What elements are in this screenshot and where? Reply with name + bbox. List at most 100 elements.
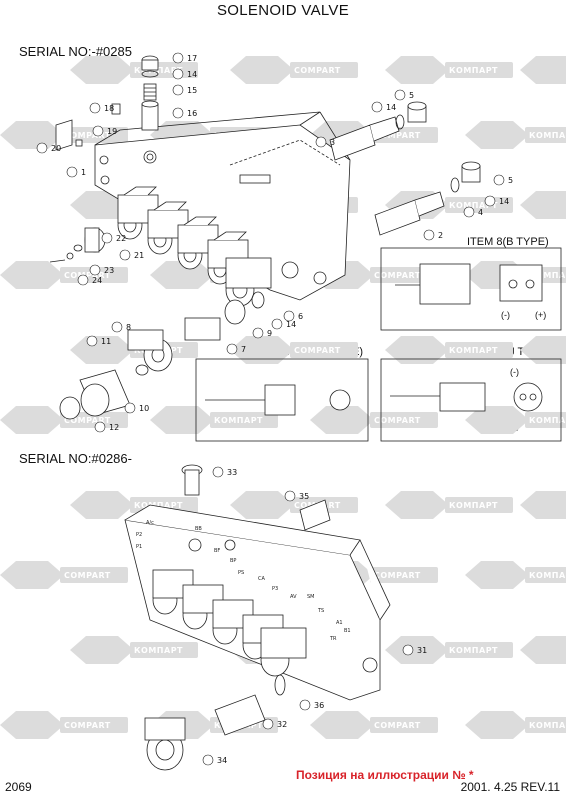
callout-number: 11 bbox=[101, 337, 111, 346]
watermark-tile: КОМПАРТ bbox=[150, 406, 278, 434]
svg-text:COMPART: COMPART bbox=[374, 571, 421, 580]
part-callout: 2 bbox=[423, 229, 443, 241]
serial-range-top: SERIAL NO:-#0285 bbox=[19, 44, 132, 59]
illustration-note: Позиция на иллюстрации № * bbox=[296, 768, 474, 782]
svg-text:COMPART: COMPART bbox=[64, 571, 111, 580]
item8-b-type-detail bbox=[380, 247, 562, 331]
watermark-tile: COMPART bbox=[520, 191, 566, 219]
port-label: BP bbox=[230, 558, 236, 564]
svg-text:КОМПАРТ: КОМПАРТ bbox=[134, 501, 183, 510]
callout-number: 19 bbox=[107, 127, 117, 136]
part-callout: 20 bbox=[36, 142, 61, 154]
callout-number: 1 bbox=[81, 168, 86, 177]
callout-number: 14 bbox=[286, 320, 296, 329]
callout-number: 22 bbox=[116, 234, 126, 243]
callout-number: 3 bbox=[330, 138, 335, 147]
page-title: SOLENOID VALVE bbox=[216, 2, 350, 19]
watermark-tile: COMPART bbox=[310, 406, 438, 434]
part-callout: 10 bbox=[124, 402, 149, 414]
watermark-tile: COMPART bbox=[0, 711, 128, 739]
svg-text:COMPART: COMPART bbox=[294, 346, 341, 355]
port-label: P2 bbox=[136, 532, 142, 538]
cartridge-valve-right-lower bbox=[374, 161, 481, 236]
svg-text:КОМПАРТ: КОМПАРТ bbox=[529, 721, 566, 730]
part-callout: 22 bbox=[101, 232, 126, 244]
svg-text:КОМПАРТ: КОМПАРТ bbox=[449, 346, 498, 355]
callout-number: 18 bbox=[104, 104, 114, 113]
callout-number: 12 bbox=[109, 423, 119, 432]
serial-range-bottom: SERIAL NO:#0286- bbox=[19, 451, 132, 466]
watermark-tile: COMPART bbox=[520, 636, 566, 664]
watermark-tile: КОМПАРТ bbox=[465, 121, 566, 149]
callout-number: 9 bbox=[267, 329, 272, 338]
part-callout: 11 bbox=[86, 335, 111, 347]
part-callout: 24 bbox=[77, 274, 102, 286]
part-callout: 23 bbox=[89, 264, 114, 276]
port-label: A/c bbox=[146, 520, 154, 526]
watermark-tile: КОМПАРТ bbox=[465, 711, 566, 739]
part-callout: 5 bbox=[394, 89, 414, 101]
part-callout: 5 bbox=[493, 174, 513, 186]
svg-text:КОМПАРТ: КОМПАРТ bbox=[134, 646, 183, 655]
callouts-layer: 1714151618192015143514422122232414968117… bbox=[36, 52, 513, 766]
part-callout: 7 bbox=[226, 343, 246, 355]
part-callout: 14 bbox=[172, 68, 197, 80]
callout-number: 8 bbox=[126, 323, 131, 332]
valve-stack-top-left bbox=[55, 55, 159, 151]
port-label: P1 bbox=[136, 544, 142, 550]
port-label: CA bbox=[258, 576, 265, 582]
solenoid-coils-top bbox=[117, 186, 272, 307]
port-label: B1 bbox=[344, 628, 351, 634]
item8-j-type-detail bbox=[380, 358, 562, 442]
part-callout: 14 bbox=[484, 195, 509, 207]
port-label: TS bbox=[317, 608, 324, 614]
watermark-tile: КОМПАРТ bbox=[465, 406, 566, 434]
callout-number: 17 bbox=[187, 54, 197, 63]
plug-and-bolts-left bbox=[49, 227, 106, 263]
callout-number: 5 bbox=[508, 176, 513, 185]
part-callout: 18 bbox=[89, 102, 114, 114]
callout-number: 14 bbox=[187, 70, 197, 79]
callout-number: 14 bbox=[499, 197, 509, 206]
svg-text:COMPART: COMPART bbox=[64, 271, 111, 280]
svg-text:COMPART: COMPART bbox=[64, 721, 111, 730]
part-callout: 4 bbox=[463, 206, 483, 218]
callout-number: 20 bbox=[51, 144, 61, 153]
callout-number: 4 bbox=[478, 208, 483, 217]
j-type-minus-label: (-) bbox=[510, 367, 519, 377]
part-callout: 3 bbox=[315, 136, 335, 148]
solenoid-coils-bottom bbox=[152, 569, 307, 677]
port-label: AV bbox=[290, 594, 297, 600]
part-callout: 36 bbox=[299, 699, 324, 711]
callout-number: 14 bbox=[386, 103, 396, 112]
callout-number: 24 bbox=[92, 276, 102, 285]
callout-number: 6 bbox=[298, 312, 303, 321]
part-callout: 33 bbox=[212, 466, 237, 478]
svg-text:COMPART: COMPART bbox=[374, 721, 421, 730]
part-callout: 8 bbox=[111, 321, 131, 333]
watermark-tile: КОМПАРТ bbox=[385, 56, 513, 84]
cartridge-valve-right-upper bbox=[329, 101, 427, 161]
page-number: 2069 bbox=[5, 780, 32, 794]
callout-number: 33 bbox=[227, 468, 237, 477]
svg-text:COMPART: COMPART bbox=[374, 416, 421, 425]
svg-text:КОМПАРТ: КОМПАРТ bbox=[449, 646, 498, 655]
item8-b-type-label: ITEM 8(B TYPE) bbox=[467, 236, 549, 248]
watermark-tile: COMPART bbox=[520, 56, 566, 84]
part-callout: 31 bbox=[402, 644, 427, 656]
callout-number: 10 bbox=[139, 404, 149, 413]
watermark-tile: КОМПАРТ bbox=[70, 636, 198, 664]
part-callout: 15 bbox=[172, 84, 197, 96]
port-label: P3 bbox=[272, 586, 278, 592]
part-callout: 9 bbox=[252, 327, 272, 339]
svg-text:COMPART: COMPART bbox=[294, 66, 341, 75]
watermark-tile: COMPART bbox=[520, 491, 566, 519]
part-callout: 34 bbox=[202, 754, 227, 766]
part-callout: 14 bbox=[371, 101, 396, 113]
watermark-tile: КОМПАРТ bbox=[385, 491, 513, 519]
callout-number: 35 bbox=[299, 492, 309, 501]
b-type-plus-label: (+) bbox=[535, 310, 547, 320]
